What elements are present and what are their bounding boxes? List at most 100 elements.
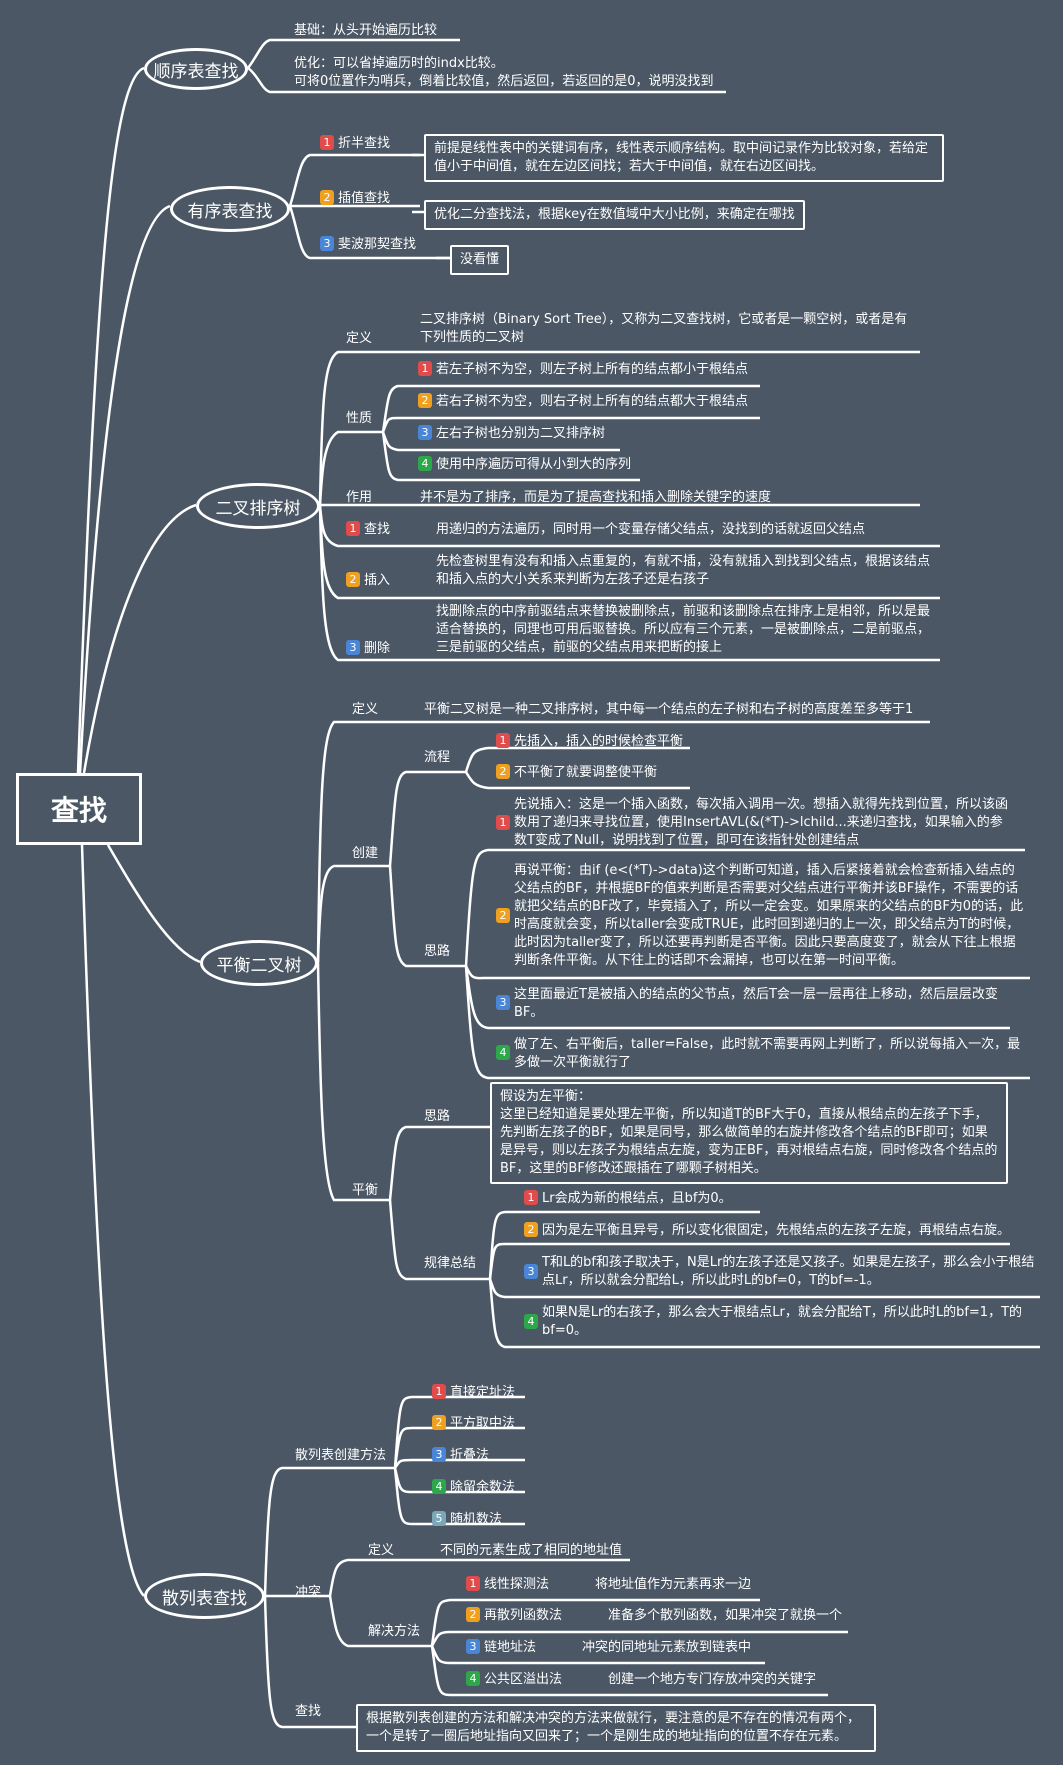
hash-method-5: 5 随机数法 — [432, 1511, 502, 1529]
badge-3-icon: 3 — [418, 425, 432, 440]
badge-3-icon: 3 — [432, 1447, 446, 1462]
node-sequential-search[interactable]: 顺序表查找 — [144, 48, 248, 90]
badge-1-icon: 1 — [466, 1576, 480, 1591]
avl-rule-label: 规律总结 — [424, 1256, 477, 1271]
bst-op-label: 删除 — [364, 641, 391, 656]
ordered-item-label: 折半查找 — [338, 136, 391, 151]
seq-basic: 基础：从头开始遍历比较 — [294, 23, 438, 38]
avl-idea-2: 2 再说平衡：由if (e<(*T)->data)这个判断可知道，插入后紧接着就… — [496, 862, 1024, 970]
badge-1-icon: 1 — [524, 1190, 538, 1205]
avl-rule-text: T和L的bf和孩子取决于，N是Lr的左孩子还是又孩子。如果是左孩子，那么会小于根… — [542, 1255, 1035, 1288]
bst-def-label: 定义 — [346, 331, 373, 346]
avl-create-label: 创建 — [352, 846, 379, 861]
hash-method-3: 3 折叠法 — [432, 1447, 489, 1465]
badge-3-icon: 3 — [320, 236, 334, 251]
hash-method-4: 4 除留余数法 — [432, 1479, 515, 1497]
bst-op-3-label: 3 删除 — [346, 640, 390, 658]
badge-2-icon: 2 — [418, 393, 432, 408]
avl-idea-text: 先说插入：这是一个插入函数，每次插入调用一次。想插入就得先找到位置，所以该函数用… — [514, 797, 1009, 848]
badge-1-icon: 1 — [496, 733, 510, 748]
badge-2-icon: 2 — [496, 764, 510, 779]
badge-2-icon: 2 — [346, 572, 360, 587]
badge-3-icon: 3 — [346, 640, 360, 655]
node-sequential-search-label: 顺序表查找 — [153, 61, 239, 82]
avl-idea-1: 1 先说插入：这是一个插入函数，每次插入调用一次。想插入就得先找到位置，所以该函… — [496, 796, 1014, 850]
avl-def-text: 平衡二叉树是一种二叉排序树，其中每一个结点的左子树和右子树的高度差至多等于1 — [424, 702, 914, 717]
avl-flow-text: 不平衡了就要调整使平衡 — [514, 765, 658, 780]
avl-flow-text: 先插入，插入的时候检查平衡 — [514, 734, 684, 749]
badge-4-icon: 4 — [466, 1671, 480, 1686]
hash-conflict-def-label: 定义 — [368, 1543, 395, 1558]
avl-flow-1: 1 先插入，插入的时候检查平衡 — [496, 733, 683, 751]
hash-method-text: 随机数法 — [450, 1512, 503, 1527]
bst-op-label: 查找 — [364, 522, 391, 537]
node-ordered-search-label: 有序表查找 — [187, 201, 273, 222]
avl-bal-idea-text: 假设为左平衡： 这里已经知道是要处理左平衡，所以知道T的BF大于0，直接从根结点… — [490, 1082, 1008, 1184]
badge-4-icon: 4 — [524, 1314, 538, 1329]
node-avl[interactable]: 平衡二叉树 — [200, 940, 318, 986]
hash-solve-1-text: 将地址值作为元素再求一边 — [595, 1577, 752, 1592]
bst-op-label: 插入 — [364, 573, 391, 588]
avl-rule-4: 4 如果N是Lr的右孩子，那么会大于根结点Lr，就会分配给T，所以此时L的bf=… — [524, 1304, 1042, 1340]
hash-solve-1: 1 线性探测法 — [466, 1576, 549, 1594]
ordered-desc-1: 前提是线性表中的关键词有序，线性表示顺序结构。取中间记录作为比较对象，若给定值小… — [424, 134, 944, 182]
avl-idea-label: 思路 — [424, 944, 451, 959]
hash-search-label: 查找 — [295, 1704, 322, 1719]
hash-method-text: 折叠法 — [450, 1448, 490, 1463]
badge-4-icon: 4 — [432, 1479, 446, 1494]
node-avl-label: 平衡二叉树 — [216, 955, 302, 976]
bst-def-text: 二叉排序树（Binary Sort Tree），又称为二叉查找树，它或者是一颗空… — [420, 312, 908, 345]
bst-prop-3: 3 左右子树也分别为二叉排序树 — [418, 425, 605, 443]
avl-idea-text: 做了左、右平衡后，taller=False，此时就不需要再网上判断了，所以说每插… — [514, 1037, 1021, 1070]
hash-solve-name: 线性探测法 — [484, 1577, 550, 1592]
hash-conflict-def-text: 不同的元素生成了相同的地址值 — [440, 1543, 623, 1558]
node-bst[interactable]: 二叉排序树 — [196, 483, 320, 529]
avl-idea-4: 4 做了左、右平衡后，taller=False，此时就不需要再网上判断了，所以说… — [496, 1036, 1024, 1072]
hash-method-text: 平方取中法 — [450, 1416, 516, 1431]
hash-solve-4-text: 创建一个地方专门存放冲突的关键字 — [608, 1672, 817, 1687]
bst-prop-label: 性质 — [346, 411, 373, 426]
badge-3-icon: 3 — [496, 995, 510, 1010]
root-node[interactable]: 查找 — [16, 773, 142, 845]
hash-solve-name: 链地址法 — [484, 1640, 537, 1655]
bst-prop-text: 左右子树也分别为二叉排序树 — [436, 426, 606, 441]
badge-5-icon: 5 — [432, 1511, 446, 1526]
node-ordered-search[interactable]: 有序表查找 — [170, 186, 290, 232]
hash-solve-3: 3 链地址法 — [466, 1639, 536, 1657]
hash-conflict-label: 冲突 — [295, 1585, 322, 1600]
avl-idea-text: 这里面最近T是被插入的结点的父节点，然后T会一层一层再往上移动，然后层层改变BF… — [514, 987, 998, 1020]
ordered-item-label: 斐波那契查找 — [338, 237, 417, 252]
bst-op-2-text: 先检查树里有没有和插入点重复的，有就不插，没有就插入到找到父结点，根据该结点和插… — [436, 554, 931, 587]
hash-solve-name: 再散列函数法 — [484, 1608, 563, 1623]
avl-rule-3: 3 T和L的bf和孩子取决于，N是Lr的左孩子还是又孩子。如果是左孩子，那么会小… — [524, 1254, 1042, 1290]
bst-use-label: 作用 — [346, 490, 373, 505]
root-label: 查找 — [50, 794, 107, 827]
badge-2-icon: 2 — [320, 190, 334, 205]
badge-2-icon: 2 — [466, 1607, 480, 1622]
avl-bal-label: 平衡 — [352, 1183, 379, 1198]
avl-rule-text: 如果N是Lr的右孩子，那么会大于根结点Lr，就会分配给T，所以此时L的bf=1，… — [542, 1305, 1023, 1338]
ordered-desc-3: 没看懂 — [450, 245, 510, 275]
avl-flow-2: 2 不平衡了就要调整使平衡 — [496, 764, 657, 782]
hash-solve-2: 2 再散列函数法 — [466, 1607, 562, 1625]
hash-solve-label: 解决方法 — [368, 1624, 421, 1639]
bst-op-3-text: 找删除点的中序前驱结点来替换被删除点，前驱和该删除点在排序上是相邻，所以是最适合… — [436, 604, 931, 655]
hash-method-text: 除留余数法 — [450, 1480, 516, 1495]
badge-1-icon: 1 — [418, 361, 432, 376]
node-hash[interactable]: 散列表查找 — [144, 1573, 265, 1619]
hash-search-text: 根据散列表创建的方法和解决冲突的方法来做就行，要注意的是不存在的情况有两个，一个… — [356, 1704, 876, 1752]
hash-method-text: 直接定址法 — [450, 1385, 516, 1400]
avl-bal-idea-label: 思路 — [424, 1109, 451, 1124]
bst-prop-text: 使用中序遍历可得从小到大的序列 — [436, 457, 632, 472]
badge-3-icon: 3 — [466, 1639, 480, 1654]
